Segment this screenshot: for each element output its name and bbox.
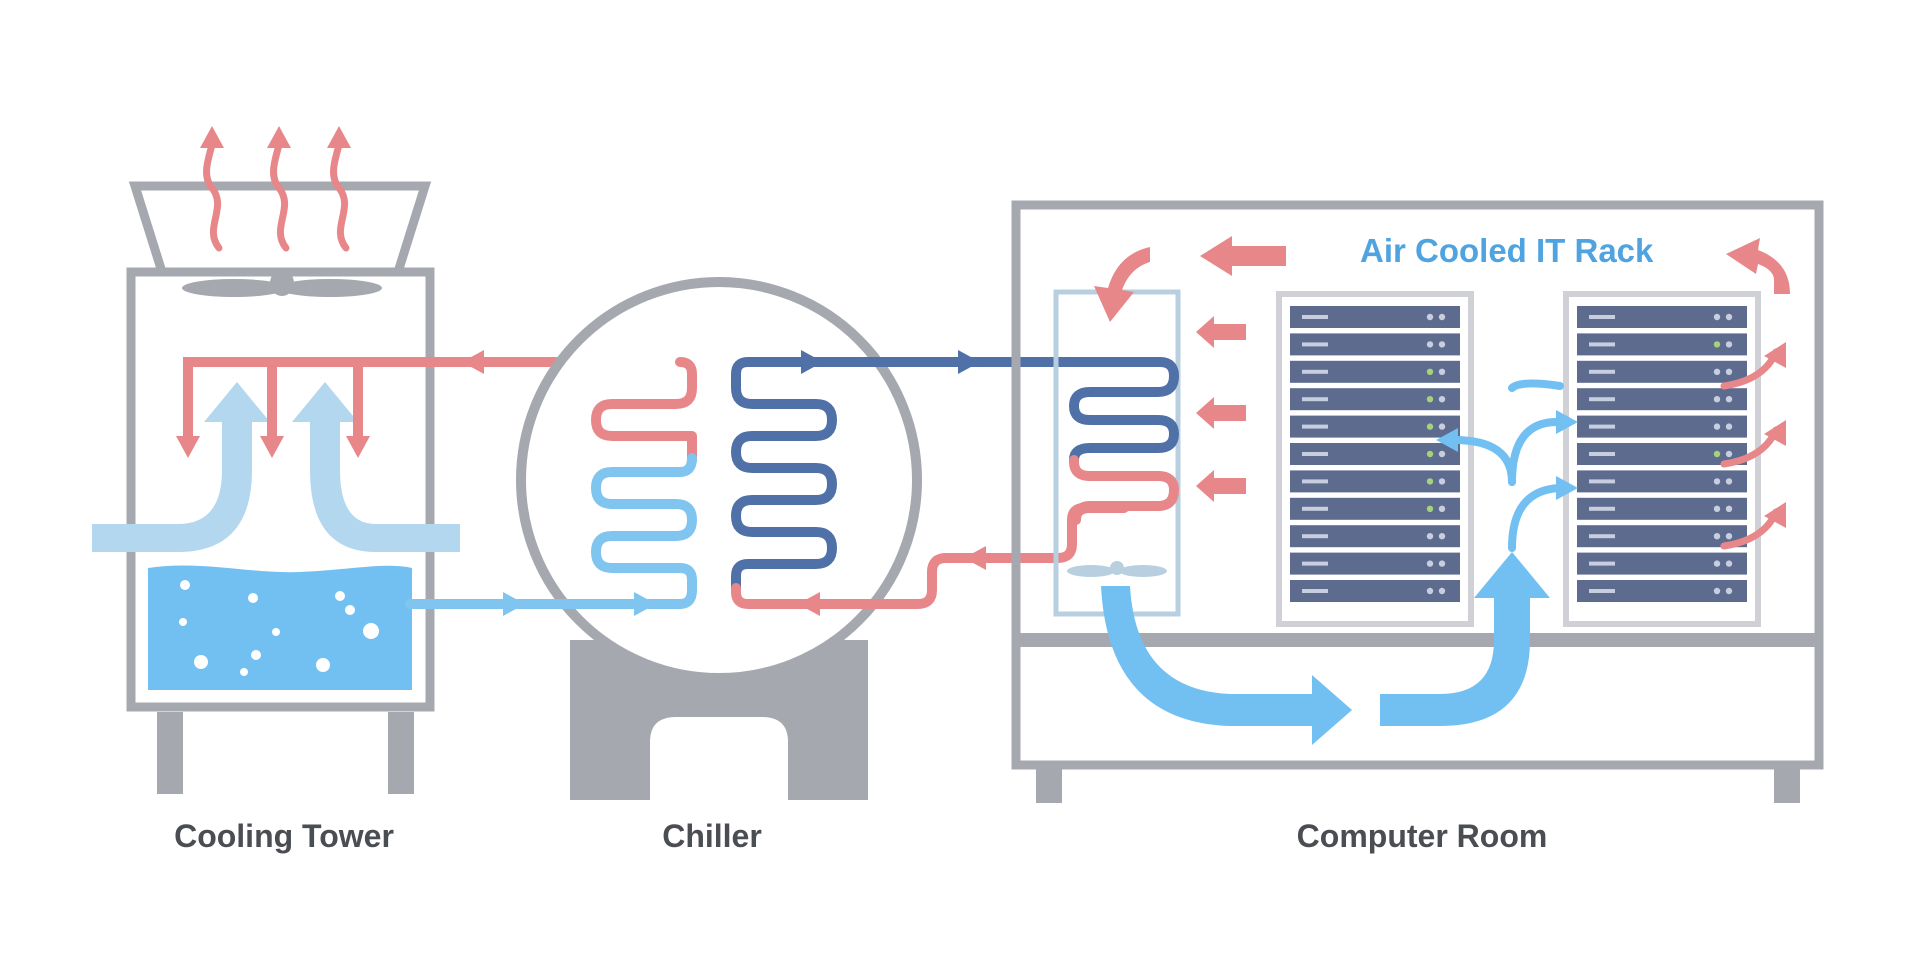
server-unit [1290, 360, 1460, 383]
computer-room [1011, 200, 1824, 803]
server-unit [1577, 415, 1747, 438]
server-unit [1290, 333, 1460, 356]
tower-water-basin [148, 565, 412, 690]
server-unit [1577, 443, 1747, 465]
server-unit [1290, 580, 1460, 602]
cooling-tower [92, 126, 680, 794]
chiller-shell [516, 277, 922, 683]
server-unit [1290, 306, 1460, 328]
server-unit [1577, 306, 1747, 328]
crah-fan-icon [1067, 561, 1167, 577]
tower-spray-header [183, 357, 680, 440]
chiller-flow-arrowheads [462, 350, 986, 616]
server-unit [1290, 552, 1460, 575]
room-leg-left [1036, 765, 1062, 803]
tower-spray-arrowheads [176, 436, 370, 458]
chiller-base [570, 640, 868, 800]
rack-title: Air Cooled IT Rack [1360, 232, 1654, 269]
tower-fan-icon [182, 270, 382, 297]
cold-supply-air-underfloor [1101, 586, 1352, 745]
server-unit [1577, 497, 1747, 520]
cold-air-intake-arrows [1450, 379, 1564, 552]
condenser-coil [405, 357, 697, 609]
cold-supply-air-riser [1380, 552, 1550, 726]
server-unit [1290, 443, 1460, 465]
server-unit [1577, 388, 1747, 411]
server-unit [1290, 470, 1460, 493]
rack-exhaust-arrowheads [1764, 342, 1786, 528]
chiller [405, 277, 1165, 800]
it-rack-1 [1276, 291, 1474, 627]
cold-air-intake-arrowheads [1436, 410, 1578, 500]
server-unit [1577, 360, 1747, 383]
crah-coil-return [1069, 455, 1179, 525]
it-rack-2 [1563, 291, 1761, 627]
hot-return-air-arrows [1094, 236, 1790, 502]
server-unit [1290, 388, 1460, 411]
tower-leg-left [157, 712, 183, 794]
chiller-label: Chiller [662, 818, 762, 854]
cooling-tower-label: Cooling Tower [174, 818, 394, 854]
server-unit [1577, 552, 1747, 575]
tower-air-inflow-arrows [92, 382, 460, 552]
server-unit [1290, 415, 1460, 438]
server-unit [1577, 525, 1747, 548]
room-enclosure [1011, 200, 1824, 770]
exhaust-arrowheads [200, 126, 351, 148]
computer-room-label: Computer Room [1296, 818, 1548, 854]
server-unit [1577, 333, 1747, 356]
crah-coil [1069, 357, 1179, 465]
server-unit [1290, 525, 1460, 548]
server-unit [1577, 580, 1747, 602]
room-leg-right [1774, 765, 1800, 803]
exhaust-vapor-arrows [203, 141, 350, 252]
water-bubbles [179, 580, 379, 676]
server-unit [1577, 470, 1747, 493]
tower-leg-right [388, 712, 414, 794]
server-unit [1290, 497, 1460, 520]
